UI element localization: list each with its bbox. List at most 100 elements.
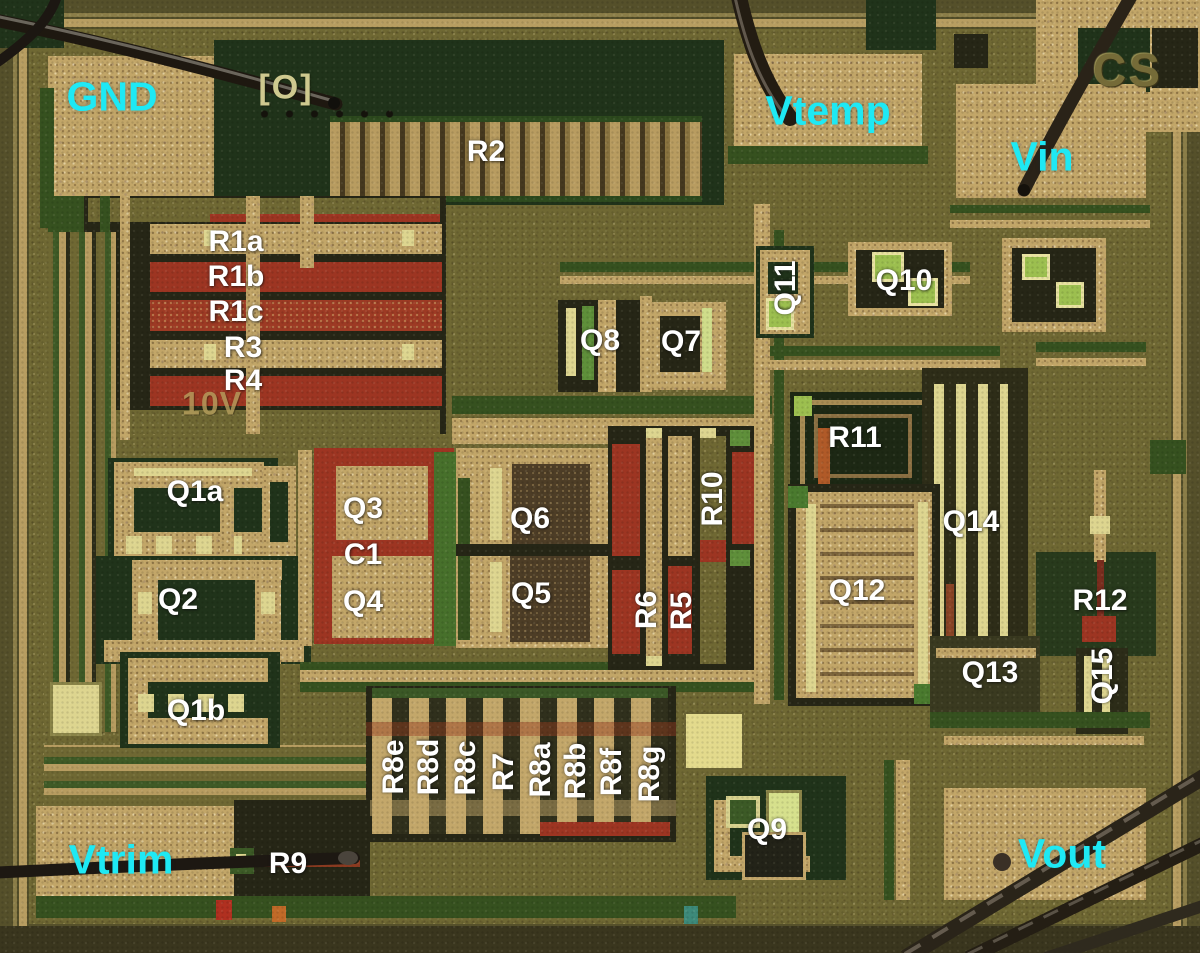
- q13-green-band: [930, 712, 1150, 728]
- resistor-r1a: [150, 224, 442, 254]
- q12-rail-right: [918, 502, 928, 690]
- contact-pad: [204, 344, 216, 360]
- q5-emitter-finger: [490, 562, 502, 632]
- die-marking-10v: 10V: [182, 385, 242, 422]
- alignment-mark: [O]: [258, 68, 314, 107]
- q5-q6-green-edge: [458, 478, 470, 640]
- bottom-edge: [0, 926, 1200, 953]
- q8-finger-2: [582, 306, 594, 380]
- q2-top-metal: [132, 560, 282, 580]
- corner-block-tl: [0, 0, 64, 48]
- h-trace-metal: [300, 670, 770, 682]
- center-yellow-pad: [684, 712, 744, 770]
- label-vin: Vin: [1010, 133, 1074, 180]
- q5-base-region: [510, 556, 590, 642]
- vtrim-adjacent-dark: [234, 800, 370, 900]
- gnd-pad-edge: [40, 88, 54, 228]
- contact-pad: [204, 230, 216, 246]
- r11-contact: [794, 396, 812, 416]
- label-q1a: Q1a: [166, 475, 224, 508]
- test-pad-yellow: [50, 682, 102, 736]
- label-r8b: R8b: [559, 742, 592, 800]
- c1-left-trace: [298, 450, 312, 646]
- label-q10: Q10: [875, 264, 933, 297]
- bottom-mark-red: [216, 900, 232, 920]
- bank-cap: [646, 428, 662, 438]
- q12-fingers: [820, 500, 914, 696]
- label-q8: Q8: [579, 324, 621, 357]
- trace-under-vin-2: [950, 220, 1150, 228]
- gnd-pad-notch: [48, 196, 88, 232]
- bank-green-mid: [730, 550, 750, 566]
- label-r9: R9: [268, 847, 308, 880]
- resistor-cross-trace-2: [300, 196, 314, 268]
- bottom-left-bus-traces: [44, 745, 374, 805]
- vout-green-trace: [884, 760, 894, 900]
- label-r8f: R8f: [595, 747, 628, 797]
- thin-red-trace: [210, 214, 440, 222]
- top-mark-cell: [954, 34, 988, 68]
- q1b-contact: [168, 694, 184, 712]
- r5-tan: [668, 436, 692, 556]
- label-r8g: R8g: [633, 745, 666, 803]
- bottom-green-band: [36, 896, 736, 918]
- die-marking-cs: CS: [1093, 44, 1163, 96]
- label-vtrim: Vtrim: [68, 836, 174, 883]
- label-q11: Q11: [769, 260, 802, 316]
- label-r8d: R8d: [412, 738, 445, 796]
- r9-contact: [236, 854, 246, 866]
- r2-serpentine-resistor: [330, 116, 702, 202]
- q11-emitter: [766, 298, 794, 330]
- label-vtemp: Vtemp: [765, 87, 891, 134]
- label-r6: R6: [630, 590, 663, 630]
- q8-finger-1: [566, 308, 576, 376]
- q1b-bottom-metal: [128, 718, 268, 744]
- resistor-r1b: [150, 262, 442, 292]
- label-r1b: R1b: [207, 260, 265, 293]
- q1a-contact: [196, 536, 212, 554]
- label-q4: Q4: [342, 585, 384, 618]
- label-q12: Q12: [828, 574, 886, 607]
- q15-finger-2: [1102, 656, 1110, 724]
- resistor-end-trace-2: [120, 196, 130, 440]
- q1a-emitter-stripe: [122, 468, 252, 476]
- r8-bank-top-caps: [372, 688, 668, 698]
- label-c1: C1: [343, 538, 383, 571]
- resistor-r4: [150, 376, 442, 406]
- r12-resistor-line: [1097, 560, 1104, 620]
- q9-base-square: [742, 832, 806, 880]
- label-vout: Vout: [1017, 830, 1107, 877]
- q14-finger-4: [1000, 384, 1008, 666]
- q9-emitter-ring: [726, 796, 760, 828]
- q8-metal: [598, 300, 616, 392]
- q13-trace-2: [944, 736, 1144, 745]
- q13-trace-1: [936, 648, 1036, 658]
- r11-trace-inner: [814, 414, 912, 478]
- resistor-row-bottom: [88, 410, 440, 434]
- label-q2: Q2: [157, 583, 199, 616]
- r-trace-2: [770, 360, 1000, 370]
- q1b-contact: [138, 694, 154, 712]
- q7-q8-bus: [640, 296, 652, 392]
- label-r8e: R8e: [377, 739, 410, 795]
- r6-top: [612, 444, 640, 556]
- bank-tan-bar-1: [646, 436, 662, 658]
- q14-finger-2: [956, 384, 966, 662]
- q1a-right-bracket-inset: [270, 482, 288, 542]
- q10-emitter-1: [872, 252, 904, 282]
- label-r10: R10: [696, 471, 729, 527]
- q3-plate: [336, 466, 428, 540]
- right-cell-emitter-2: [1056, 282, 1084, 308]
- q10-emitter-2: [908, 278, 938, 306]
- label-r5: R5: [665, 591, 698, 631]
- label-r8a: R8a: [524, 742, 557, 798]
- q2-contact: [138, 592, 152, 614]
- q15-finger-1: [1084, 656, 1092, 724]
- bank-cap: [646, 656, 662, 666]
- vtemp-pad-edge: [728, 146, 928, 164]
- label-q14: Q14: [942, 505, 1000, 538]
- red-strip-below-bank: [540, 822, 670, 836]
- bank-red-right: [732, 452, 758, 544]
- label-q1b: Q1b: [166, 694, 226, 727]
- r12-resistor-body: [1082, 616, 1116, 642]
